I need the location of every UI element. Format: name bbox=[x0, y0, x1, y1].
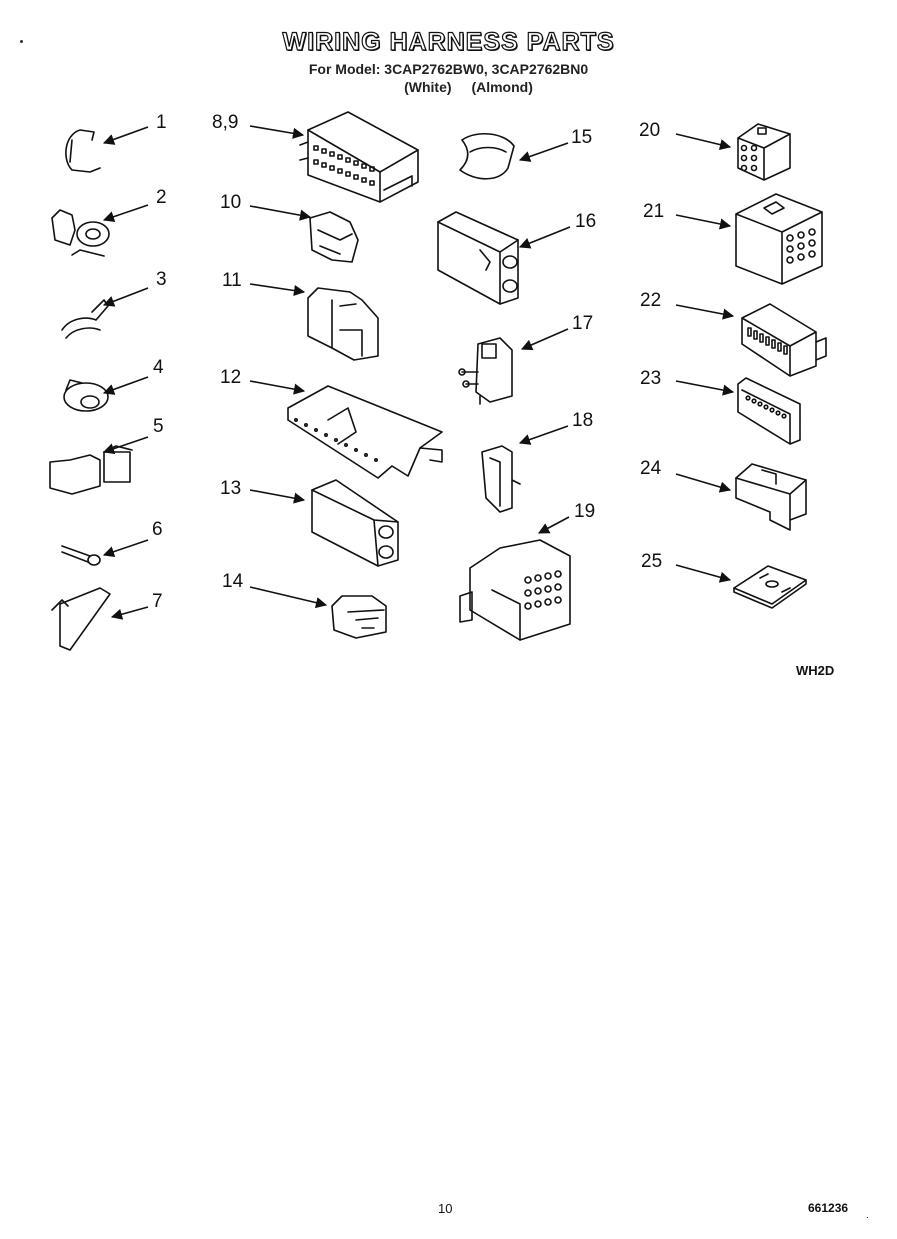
part-21-cube-icon bbox=[735, 193, 823, 285]
part-11-housing-icon bbox=[307, 287, 379, 361]
part-23-connector-icon bbox=[737, 377, 801, 445]
part-label-9: 10 bbox=[220, 192, 241, 213]
leader-arrow-19 bbox=[675, 133, 732, 151]
part-7-strip-icon bbox=[51, 587, 111, 651]
part-2-clamp-icon bbox=[51, 209, 110, 257]
part-label-17: 18 bbox=[572, 410, 593, 431]
leader-arrow-17 bbox=[518, 425, 569, 445]
part-label-2: 2 bbox=[156, 187, 167, 208]
leader-arrow-3 bbox=[102, 287, 149, 307]
part-label-19: 20 bbox=[639, 120, 660, 141]
page-number: 10 bbox=[438, 1201, 453, 1216]
part-label-7: 7 bbox=[152, 591, 163, 612]
leader-arrow-15 bbox=[518, 226, 571, 249]
part-6-pin-icon bbox=[61, 545, 101, 566]
leader-arrow-23 bbox=[675, 473, 732, 493]
leader-arrow-8 bbox=[249, 125, 305, 139]
part-label-18: 19 bbox=[574, 501, 595, 522]
leader-arrow-2 bbox=[102, 204, 149, 223]
part-label-15: 16 bbox=[575, 211, 596, 232]
part-label-10: 11 bbox=[222, 270, 242, 291]
part-14-connector-icon bbox=[331, 595, 387, 639]
part-label-20: 21 bbox=[643, 201, 664, 222]
scan-dot bbox=[20, 40, 23, 43]
color-variant-almond: (Almond) bbox=[471, 79, 533, 95]
part-17-connector-icon bbox=[458, 337, 513, 405]
part-label-5: 5 bbox=[153, 416, 164, 437]
leader-arrow-1 bbox=[102, 126, 149, 145]
part-24-socket-icon bbox=[735, 463, 807, 531]
part-12-block-icon bbox=[287, 385, 443, 479]
part-label-6: 6 bbox=[152, 519, 163, 540]
part-label-21: 22 bbox=[640, 290, 661, 311]
leader-arrow-10 bbox=[249, 283, 306, 297]
part-label-11: 12 bbox=[220, 367, 241, 388]
part-label-13: 14 bbox=[222, 571, 244, 592]
trailing-mark: . bbox=[866, 1210, 869, 1221]
part-13-plug-icon bbox=[311, 479, 399, 567]
part-label-14: 15 bbox=[571, 127, 592, 148]
part-19-connector-icon bbox=[459, 539, 571, 641]
leader-arrow-9 bbox=[249, 205, 312, 221]
part-label-4: 4 bbox=[153, 357, 164, 378]
part-10-connector-icon bbox=[309, 211, 359, 263]
leader-arrow-4 bbox=[102, 376, 149, 395]
leader-arrow-14 bbox=[518, 142, 569, 162]
part-label-16: 17 bbox=[572, 313, 593, 334]
part-25-plate-icon bbox=[733, 565, 807, 609]
part-15-sleeve-icon bbox=[459, 133, 515, 180]
leader-arrow-13 bbox=[249, 586, 328, 609]
leader-arrow-16 bbox=[520, 328, 569, 351]
model-line: For Model: 3CAP2762BW0, 3CAP2762BN0 bbox=[308, 61, 589, 77]
part-22-connector-icon bbox=[741, 303, 827, 377]
leader-arrow-24 bbox=[675, 564, 732, 583]
leader-arrow-7 bbox=[110, 606, 149, 620]
diagram-code: WH2D bbox=[796, 663, 835, 678]
part-label-24: 25 bbox=[641, 551, 662, 572]
part-4-ring-icon bbox=[63, 379, 109, 412]
leader-arrow-11 bbox=[249, 380, 306, 395]
part-1-clip-icon bbox=[65, 129, 101, 173]
part-label-3: 3 bbox=[156, 269, 167, 290]
leader-arrow-12 bbox=[249, 489, 306, 504]
part-8-9-connector-icon bbox=[299, 111, 419, 203]
part-5-bracket-icon bbox=[49, 445, 133, 495]
part-label-22: 23 bbox=[640, 368, 661, 389]
leader-arrow-22 bbox=[675, 380, 735, 396]
part-label-23: 24 bbox=[640, 458, 662, 479]
color-variant-white: (White) bbox=[404, 79, 452, 95]
leader-arrow-21 bbox=[675, 304, 735, 320]
part-16-plug-icon bbox=[437, 211, 519, 305]
leader-arrow-20 bbox=[675, 214, 732, 230]
part-label-1: 1 bbox=[156, 112, 167, 133]
part-3-tie-icon bbox=[61, 299, 109, 339]
part-18-latch-icon bbox=[481, 445, 521, 513]
part-label-12: 13 bbox=[220, 478, 241, 499]
color-variants: (White) (Almond) bbox=[0, 79, 897, 95]
leader-arrow-18 bbox=[538, 516, 570, 534]
leader-arrow-6 bbox=[102, 539, 149, 558]
document-number: 661236 bbox=[808, 1201, 849, 1215]
part-label-8: 8,9 bbox=[212, 112, 238, 133]
leader-arrow-5 bbox=[102, 436, 149, 455]
part-20-cube-icon bbox=[737, 123, 791, 181]
page-title: WIRING HARNESS PARTS bbox=[282, 27, 615, 56]
